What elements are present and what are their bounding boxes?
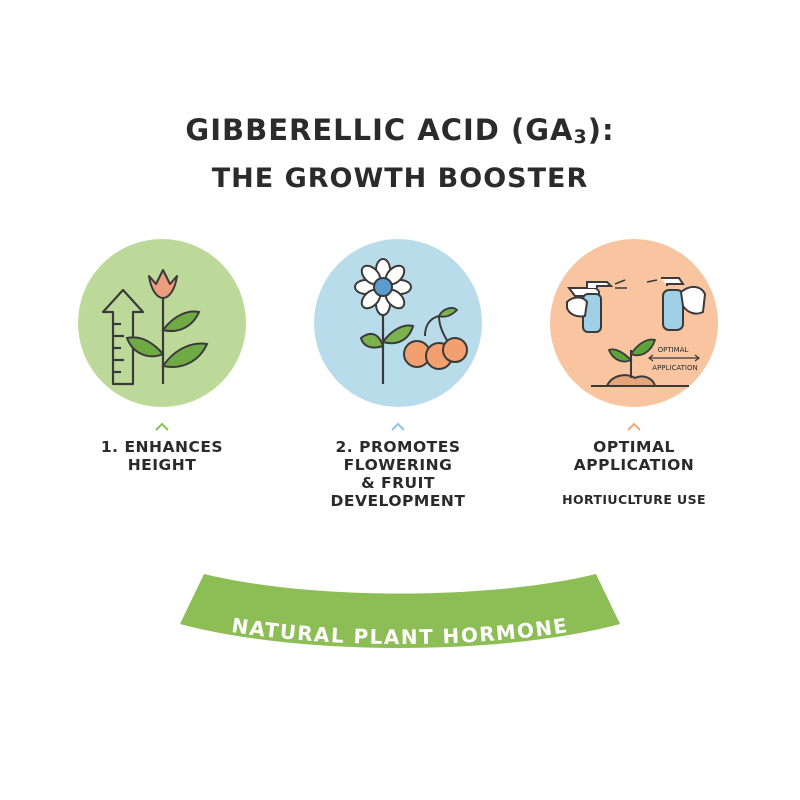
plant-height-ruler-icon [78, 239, 246, 407]
card-enhances-height: 1. ENHANCES HEIGHT [62, 238, 262, 474]
card-3-label: OPTIMAL APPLICATION [534, 438, 734, 474]
card-1-label-line-2: HEIGHT [127, 456, 197, 474]
card-promotes-flowering: 2. PROMOTES FLOWERING & FRUIT DEVELOPMEN… [298, 238, 498, 510]
caret-up-icon [391, 422, 405, 431]
title-suffix: ): [587, 113, 615, 147]
card-1-label: 1. ENHANCES HEIGHT [62, 438, 262, 474]
icon-text-application: APPLICATION [652, 364, 697, 372]
title-line-1: GIBBERELLIC ACID (GA3): [0, 112, 800, 155]
caret-up-icon [627, 422, 641, 431]
page-title: GIBBERELLIC ACID (GA3): THE GROWTH BOOST… [0, 112, 800, 197]
card-3-sub-label: HORTIUCLTURE USE [562, 492, 706, 507]
spray-bottles-seedling-icon: OPTIMAL APPLICATION [550, 239, 718, 407]
caret-up-icon [155, 422, 169, 431]
card-1-label-line-1: 1. ENHANCES [100, 438, 224, 456]
card-3-label-line-2: APPLICATION [573, 456, 695, 474]
title-subscript: 3 [573, 126, 588, 148]
icon-text-optimal: OPTIMAL [658, 346, 689, 354]
title-line-2: THE GROWTH BOOSTER [211, 163, 589, 194]
card-2-label-line-4: DEVELOPMENT [330, 492, 466, 510]
title-prefix: GIBBERELLIC ACID (GA [185, 113, 574, 147]
card-optimal-application: OPTIMAL APPLICATION OPTIMAL APPLICATION … [534, 238, 734, 507]
banner-ribbon: NATURAL PLANT HORMONE [180, 574, 620, 649]
card-2-label: 2. PROMOTES FLOWERING & FRUIT DEVELOPMEN… [298, 438, 498, 510]
card-3-label-line-1: OPTIMAL [593, 438, 675, 456]
card-2-label-line-2: FLOWERING [343, 456, 453, 474]
flower-cherries-icon [314, 239, 482, 407]
card-2-label-line-3: & FRUIT [361, 474, 435, 492]
banner-shape [180, 574, 620, 648]
card-2-label-line-1: 2. PROMOTES [335, 438, 461, 456]
